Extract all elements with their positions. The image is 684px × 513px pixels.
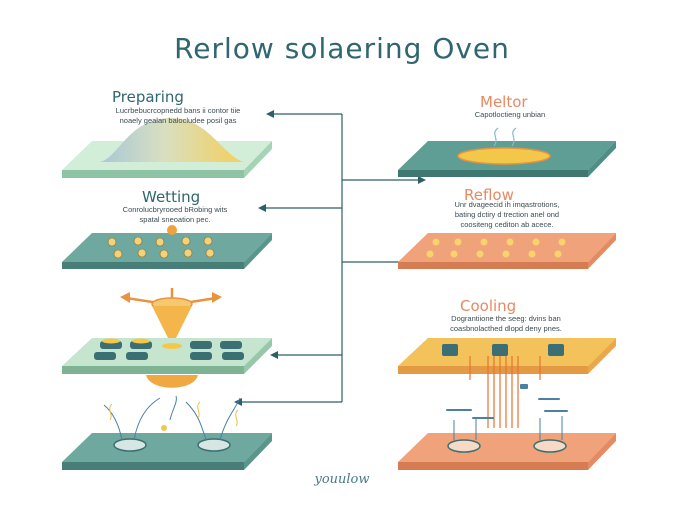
arrow-wetting-icon: [258, 204, 266, 212]
page-title: Rerlow solaering Oven: [174, 32, 510, 65]
stage-title-reflow: Reflow: [464, 186, 514, 204]
funnel-body: [152, 306, 192, 338]
desc-line: coositeng cediton ab acece.: [460, 220, 554, 229]
stage-title-cooling: Cooling: [460, 297, 517, 315]
cooling-joints: [447, 439, 567, 453]
desc-line: Lucrbebucrcopnedd bans ii contor tiie: [115, 106, 241, 115]
cooling-probe-leads: [453, 416, 563, 440]
desc-line: spatal sneoation pec.: [139, 215, 211, 224]
connector-lines: [240, 113, 420, 403]
bottom-left-board: [62, 395, 272, 470]
desc-line: Conrolucbryrooed bRobing wits: [122, 205, 228, 214]
reflow-board: [398, 233, 616, 269]
wetting-board: [62, 225, 272, 269]
desc-line: coasbnolacthed dlopd deny pnes.: [450, 324, 562, 333]
molten-solder-pool: [457, 147, 551, 165]
stage-title-meltor: Meltor: [480, 93, 528, 111]
stage-desc-cooling: Dograntiione the seeg: dvins ban coasbno…: [416, 314, 596, 334]
cooling-tiny-labels: [446, 384, 568, 419]
desc-line: Capotloctieng unbian: [474, 110, 546, 119]
desc-line: bating dctiry d trection anel ond: [454, 210, 560, 219]
assembly-stage: [62, 288, 272, 388]
cooling-components: [442, 344, 564, 356]
preparing-board: [62, 117, 272, 178]
solder-paste-mound: [100, 117, 244, 162]
footer-signature: youulow: [314, 472, 370, 487]
molten-dome: [146, 375, 198, 388]
desc-line: Dograntiione the seeg: dvins ban: [451, 314, 561, 323]
stage-desc-preparing: Lucrbebucrcopnedd bans ii contor tiie no…: [88, 106, 268, 126]
arrow-assembly-icon: [270, 351, 278, 359]
board-components: [94, 341, 244, 360]
bottom-left-joints: [113, 438, 231, 452]
bottom-left-sparkles: [109, 401, 239, 427]
stage-desc-reflow: Unr dvageecid ih imqastrotions, bating d…: [422, 200, 592, 230]
cooling-upper-board: [398, 338, 616, 428]
meltor-heat-wave: [493, 127, 517, 147]
cooling-leads: [469, 356, 541, 428]
arrow-meltor-icon: [418, 176, 426, 184]
meltor-board: [398, 127, 616, 177]
board-solder-pads: [102, 338, 182, 349]
wetting-droplet: [167, 225, 177, 235]
arrow-preparing-icon: [266, 110, 274, 118]
reflow-solder-dots: [426, 238, 566, 258]
stage-title-wetting: Wetting: [142, 188, 201, 206]
bottom-left-leads: [103, 395, 241, 441]
stage-title-preparing: Preparing: [112, 88, 184, 106]
cooling-lower-board: [398, 384, 616, 470]
desc-line: noaely gealan balocludee posil gas: [119, 116, 237, 125]
desc-line: Unr dvageecid ih imqastrotions,: [454, 200, 560, 209]
wetting-solder-dots: [107, 236, 215, 259]
stage-desc-meltor: Capotloctieng unbian: [440, 110, 580, 120]
stage-desc-wetting: Conrolucbryrooed bRobing wits spatal sne…: [90, 205, 260, 225]
